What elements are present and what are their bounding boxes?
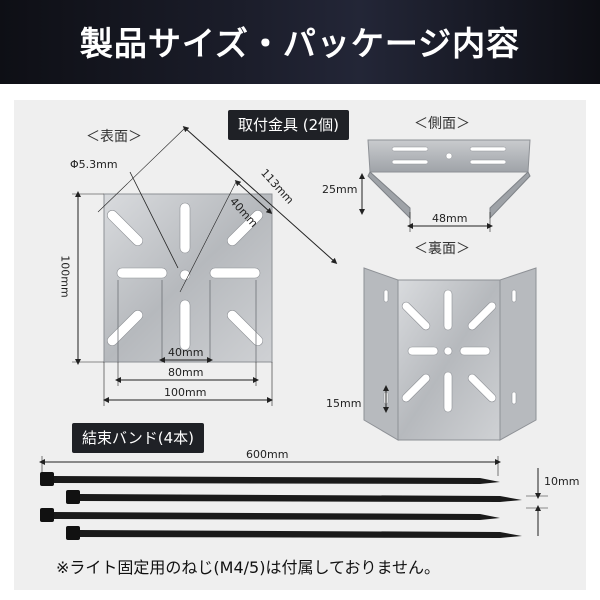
- side-dimension-lines: [359, 173, 493, 232]
- side-view-bracket: [367, 139, 531, 220]
- tie-width-label: 10mm: [544, 475, 580, 488]
- bracket-section-tag: 取付金具 (2個): [228, 110, 350, 140]
- screw-note: ※ライト固定用のねじ(M4/5)は付属しておりません。: [56, 558, 441, 577]
- mid-width-label: 80mm: [168, 366, 204, 379]
- cable-tie-section-tag: 結束バンド(4本): [72, 423, 204, 453]
- side-height-label: 25mm: [322, 183, 358, 196]
- cable-tie: [66, 490, 522, 504]
- back-view-label: ＜裏面＞: [414, 241, 470, 257]
- inner-width-label: 40mm: [168, 346, 204, 359]
- plate-height-label: 100mm: [58, 255, 72, 298]
- tie-length-label: 600mm: [246, 448, 289, 461]
- front-dimension-lines: [72, 126, 338, 406]
- cable-tie: [40, 508, 500, 522]
- back-slot-label: 15mm: [326, 397, 362, 410]
- page-title: 製品サイズ・パッケージ内容: [79, 24, 521, 63]
- cable-tie: [66, 526, 522, 540]
- cable-ties: [40, 472, 522, 540]
- outer-width-label: 100mm: [164, 386, 207, 399]
- side-width-label: 48mm: [432, 212, 468, 225]
- header-banner: 製品サイズ・パッケージ内容: [0, 0, 600, 84]
- front-view-label: ＜表面＞: [86, 129, 142, 145]
- cable-tie: [40, 472, 500, 486]
- hole-diameter-label: Φ5.3mm: [70, 158, 118, 171]
- back-view-bracket: [363, 267, 537, 441]
- tie-dimension-lines: [39, 456, 548, 536]
- side-view-label: ＜側面＞: [414, 116, 470, 132]
